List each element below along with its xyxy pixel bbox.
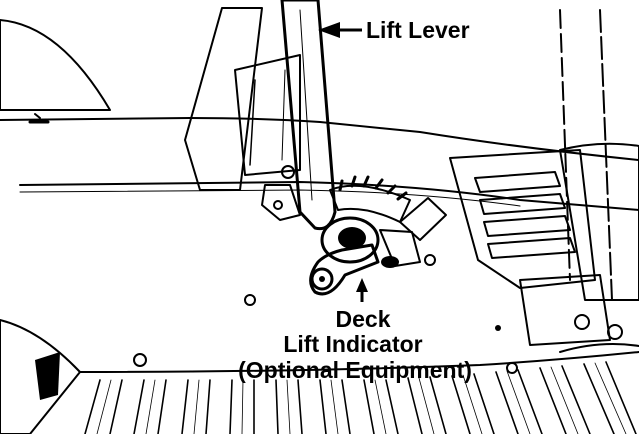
fender-edge-mark-2 xyxy=(34,113,41,119)
latch-thumb-button xyxy=(399,197,447,241)
foot-deck-ribs xyxy=(84,361,637,434)
lift-lever-shaft xyxy=(280,0,337,231)
gear-teeth xyxy=(338,175,408,201)
pivot-hub-inner xyxy=(338,227,366,249)
dash-panel-edge xyxy=(559,9,571,281)
arrow-up-icon xyxy=(356,278,368,302)
pivot-hub xyxy=(320,216,380,264)
dash-grille-slots xyxy=(474,171,576,259)
dash-cover xyxy=(559,142,639,301)
foot-deck-edge xyxy=(79,351,639,373)
console-panel xyxy=(234,54,301,176)
bracket-bolt xyxy=(273,200,283,210)
deck-bolt-4 xyxy=(506,362,518,374)
dash-panel-edge-2 xyxy=(599,9,613,301)
console-hatch xyxy=(249,79,256,166)
lower-bracket-bolt xyxy=(574,314,590,330)
fender-stippled xyxy=(0,19,111,111)
spring-coil xyxy=(381,256,399,268)
indicator-knob xyxy=(310,267,334,291)
label-deck: Deck xyxy=(336,306,391,332)
lower-bracket xyxy=(519,274,611,346)
label-lift-indicator: Lift Indicator xyxy=(283,331,422,357)
latch-link xyxy=(379,229,421,267)
deck-bolt-2 xyxy=(133,353,147,367)
footrest-stippled xyxy=(0,319,81,434)
lower-bracket-bolt-2 xyxy=(607,324,623,340)
foot-deck-corner xyxy=(559,343,639,353)
footrest-bracket xyxy=(35,352,60,400)
deck-bolt-1 xyxy=(244,294,256,306)
deck-bolt-3 xyxy=(495,325,501,331)
arrow-left-icon xyxy=(318,22,362,38)
frame-mid-line xyxy=(19,189,521,207)
pivot-bracket xyxy=(261,184,301,221)
dash-grille-frame xyxy=(449,149,596,289)
lift-lever-highlight xyxy=(299,9,313,201)
foot-deck-ribs-fine xyxy=(96,362,627,434)
console-hatch-2 xyxy=(281,69,286,161)
label-lift-lever: Lift Lever xyxy=(366,17,470,43)
label-optional-equipment: (Optional Equipment) xyxy=(238,357,472,383)
latch-pin xyxy=(424,254,436,266)
frame-upper-line xyxy=(0,117,639,161)
frame-bolt xyxy=(281,165,295,179)
indicator-knob-center xyxy=(319,276,325,282)
